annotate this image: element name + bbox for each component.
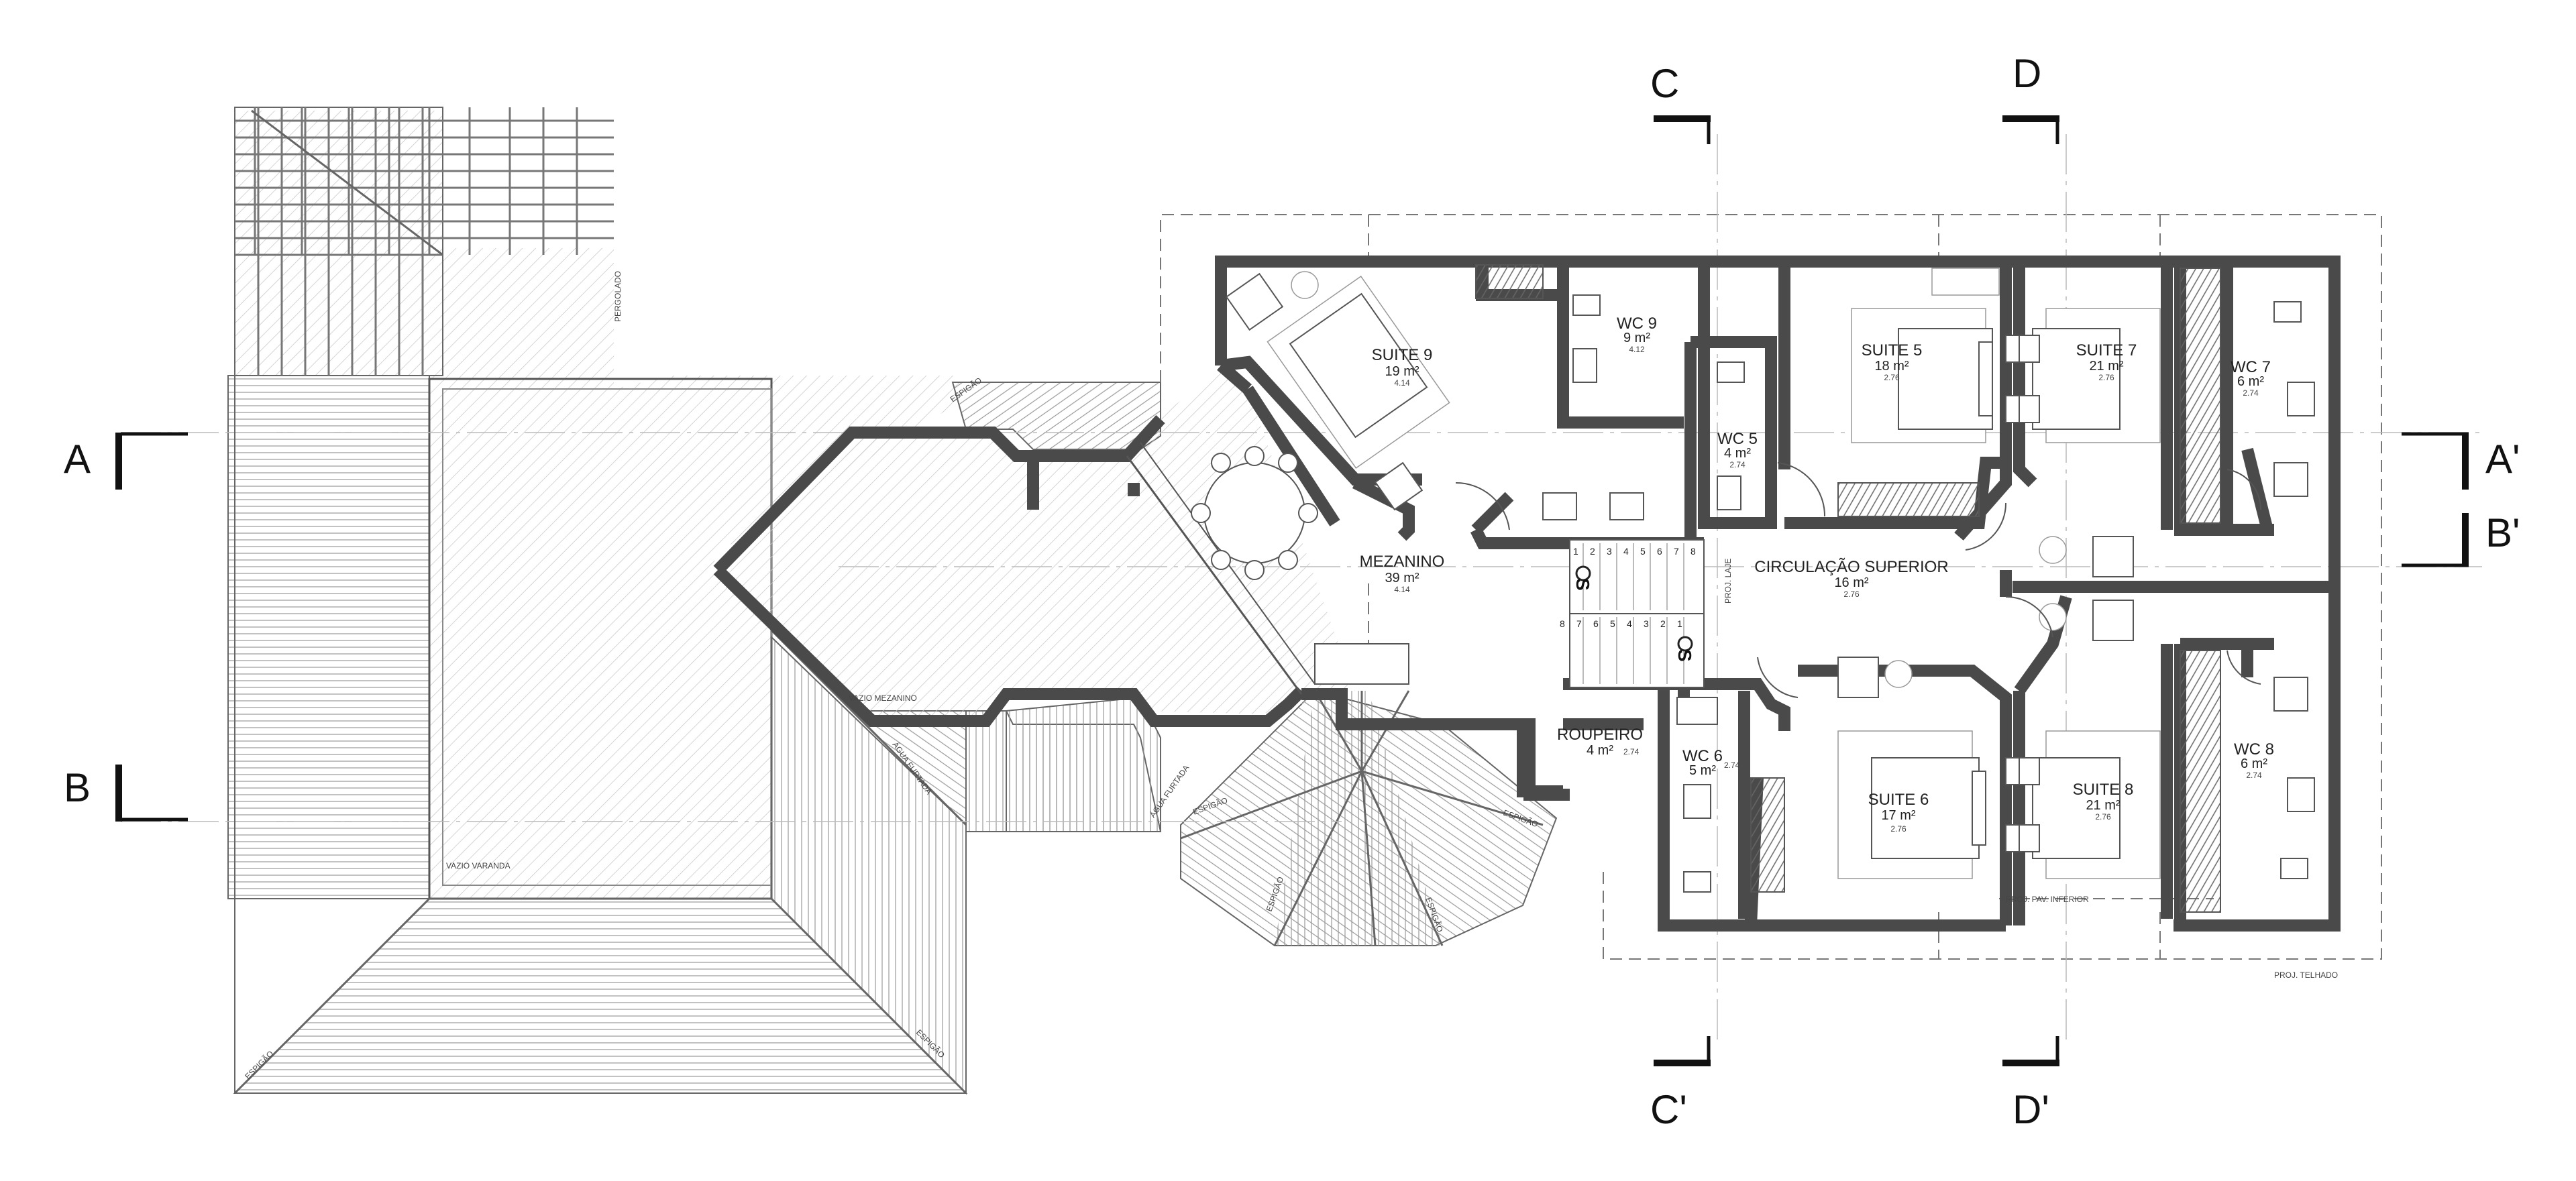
room-area: 21 m² [2089, 359, 2123, 374]
room-area: 9 m² [1623, 331, 1650, 345]
stair-step-upper: 1 [1573, 546, 1578, 557]
room-wc7: WC 7 6 m² 2.74 [2231, 358, 2271, 398]
room-suite8: SUITE 8 21 m² 2.76 [2073, 781, 2134, 822]
room-area: 21 m² [2086, 798, 2120, 813]
room-wc5: WC 5 4 m² 2.74 [1717, 430, 1758, 469]
stair-step-lower: 2 [1660, 618, 1666, 629]
stair-step-lower: 1 [1677, 618, 1682, 629]
stair-step-upper: 6 [1657, 546, 1662, 557]
room-height: 2.74 [2246, 771, 2262, 780]
stair: 1 2 3 4 5 6 7 8 8 7 6 5 4 3 2 1 S S [1560, 539, 1705, 688]
stair-step-upper: 3 [1607, 546, 1612, 557]
room-name: WC 9 [1617, 315, 1657, 333]
section-label-c-prime: C' [1650, 1087, 1687, 1132]
section-label-c: C [1650, 61, 1679, 106]
room-height: 2.76 [1890, 824, 1907, 834]
stair-direction-marker: S [1674, 649, 1695, 662]
stair-step-lower: 8 [1560, 618, 1565, 629]
room-wc8: WC 8 6 m² 2.74 [2234, 740, 2274, 780]
room-height: 2.74 [1724, 761, 1740, 770]
stair-step-upper: 5 [1640, 546, 1646, 557]
room-name: SUITE 9 [1372, 346, 1433, 364]
section-label-b: B [64, 765, 91, 810]
pergola [234, 107, 614, 376]
stair-step-lower: 7 [1576, 618, 1582, 629]
room-area: 39 m² [1385, 571, 1419, 585]
room-height: 4.12 [1629, 345, 1645, 354]
room-area: 18 m² [1874, 359, 1909, 374]
room-circulacao: CIRCULAÇÃO SUPERIOR 16 m² 2.76 [1754, 558, 1948, 599]
room-height: 2.74 [1623, 747, 1640, 756]
room-suite5: SUITE 5 18 m² 2.76 [1862, 341, 1923, 382]
section-label-d: D [2012, 51, 2041, 96]
room-name: CIRCULAÇÃO SUPERIOR [1754, 558, 1948, 576]
section-label-b-prime: B' [2485, 510, 2520, 555]
section-markers: A A' B B' C C' D D' [64, 51, 2520, 1132]
stair-step-lower: 3 [1644, 618, 1649, 629]
room-roupeiro: ROUPEIRO 4 m² 2.74 [1557, 726, 1643, 758]
room-name: SUITE 5 [1862, 341, 1923, 359]
roof-area [227, 107, 968, 1095]
room-area: 6 m² [2241, 756, 2267, 771]
room-height: 2.76 [1843, 589, 1860, 599]
room-name: WC 7 [2231, 358, 2271, 376]
room-suite7: SUITE 7 21 m² 2.76 [2076, 341, 2137, 382]
room-height: 2.76 [2095, 812, 2111, 822]
room-area: 5 m² [1689, 763, 1716, 778]
section-label-a-prime: A' [2485, 437, 2520, 482]
room-name: SUITE 7 [2076, 341, 2137, 359]
room-area: 6 m² [2237, 374, 2264, 389]
room-area: 19 m² [1385, 364, 1419, 379]
stair-step-lower: 6 [1593, 618, 1599, 629]
room-height: 2.74 [1729, 460, 1746, 469]
room-height: 4.14 [1394, 378, 1410, 388]
stair-step-lower: 5 [1610, 618, 1615, 629]
room-name: WC 6 [1682, 747, 1723, 765]
room-name: MEZANINO [1360, 553, 1445, 571]
room-area: 17 m² [1881, 808, 1915, 823]
room-name: SUITE 8 [2073, 781, 2134, 799]
stair-step-lower: 4 [1627, 618, 1632, 629]
room-area: 4 m² [1587, 743, 1613, 758]
note-proj-laje: PROJ. LAJE [1723, 559, 1733, 604]
room-name: WC 5 [1717, 430, 1758, 448]
mezzanine-void [713, 365, 1570, 801]
room-name: WC 8 [2234, 740, 2274, 758]
room-height: 4.14 [1394, 585, 1410, 594]
room-name: ROUPEIRO [1557, 726, 1643, 744]
note-proj-telhado: PROJ. TELHADO [2274, 970, 2338, 980]
stair-step-upper: 7 [1674, 546, 1679, 557]
room-labels: SUITE 9 19 m² 4.14 WC 9 9 m² 4.12 SUITE … [1360, 315, 2274, 834]
section-label-d-prime: D' [2012, 1087, 2049, 1132]
roof-connector [951, 382, 1162, 832]
stair-step-upper: 2 [1590, 546, 1595, 557]
section-label-a: A [64, 437, 91, 482]
room-wc6: WC 6 5 m² 2.74 [1682, 747, 1740, 778]
furniture [1191, 264, 2315, 913]
stair-step-upper: 8 [1690, 546, 1696, 557]
room-area: 16 m² [1834, 575, 1868, 590]
room-height: 2.76 [1884, 373, 1900, 382]
note-vazio-mezanino: VAZIO MEZANINO [849, 693, 917, 703]
room-area: 4 m² [1724, 446, 1751, 461]
room-suite9: SUITE 9 19 m² 4.14 [1372, 346, 1433, 388]
stair-step-upper: 4 [1623, 546, 1629, 557]
room-name: SUITE 6 [1868, 791, 1929, 809]
room-height: 2.76 [2098, 373, 2114, 382]
note-vazio-varanda: VAZIO VARANDA [446, 861, 511, 870]
room-wc9: WC 9 9 m² 4.12 [1617, 315, 1657, 354]
room-suite6: SUITE 6 17 m² 2.76 [1868, 791, 1929, 834]
note-proj-pav-inferior: PROJ. PAV. INFERIOR [2006, 895, 2089, 904]
note-pergolado: PERGOLADO [613, 271, 623, 322]
stair-direction-marker: S [1572, 578, 1593, 591]
doors [1455, 462, 2262, 698]
room-height: 2.74 [2243, 388, 2259, 398]
room-mezanino: MEZANINO 39 m² 4.14 [1360, 553, 1445, 594]
gazebo-roof [1180, 689, 1558, 946]
